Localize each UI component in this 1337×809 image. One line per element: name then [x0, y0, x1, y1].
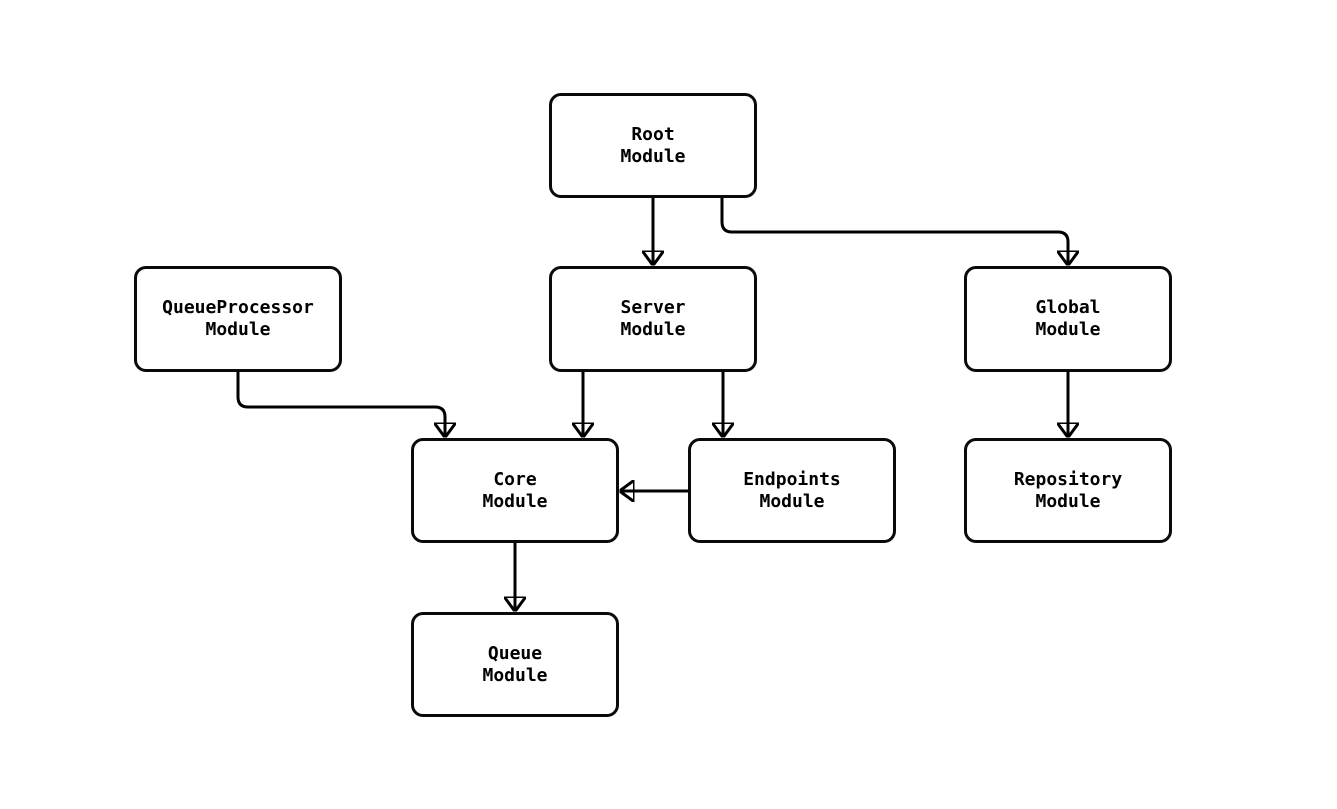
node-core-label-line2: Module: [482, 490, 548, 512]
node-repository-label-line1: Repository: [1013, 468, 1123, 490]
node-global-label-line1: Global: [1035, 297, 1101, 318]
node-endpoints-label-line2: Module: [759, 490, 825, 512]
edge-root-to-global: [720, 198, 1068, 265]
node-server-label-line1: Server: [620, 297, 686, 318]
node-queueprocessor-module: QueueProcessor Module: [134, 266, 342, 372]
node-root-label-line1: Root: [631, 123, 675, 145]
node-global-module: Global Module: [964, 266, 1172, 372]
node-repository-module: Repository Module: [964, 438, 1172, 543]
node-global-label-line2: Module: [1035, 319, 1101, 340]
node-repository-label-line2: Module: [1035, 490, 1101, 512]
node-core-module: Core Module: [411, 438, 619, 543]
node-server-module: Server Module: [549, 266, 757, 372]
node-queueprocessor-label-line1: QueueProcessor: [162, 297, 314, 318]
node-endpoints-label-line1: Endpoints: [743, 468, 841, 490]
node-root-label-line2: Module: [620, 145, 686, 167]
edge-queueprocessor-to-core: [236, 372, 445, 437]
node-core-label-line1: Core: [493, 468, 537, 490]
node-queue-label-line1: Queue: [487, 642, 543, 664]
node-endpoints-module: Endpoints Module: [688, 438, 896, 543]
node-queueprocessor-label-line2: Module: [205, 319, 271, 340]
node-queue-label-line2: Module: [482, 664, 548, 686]
node-queue-module: Queue Module: [411, 612, 619, 717]
node-root-module: Root Module: [549, 93, 757, 198]
node-server-label-line2: Module: [620, 319, 686, 340]
